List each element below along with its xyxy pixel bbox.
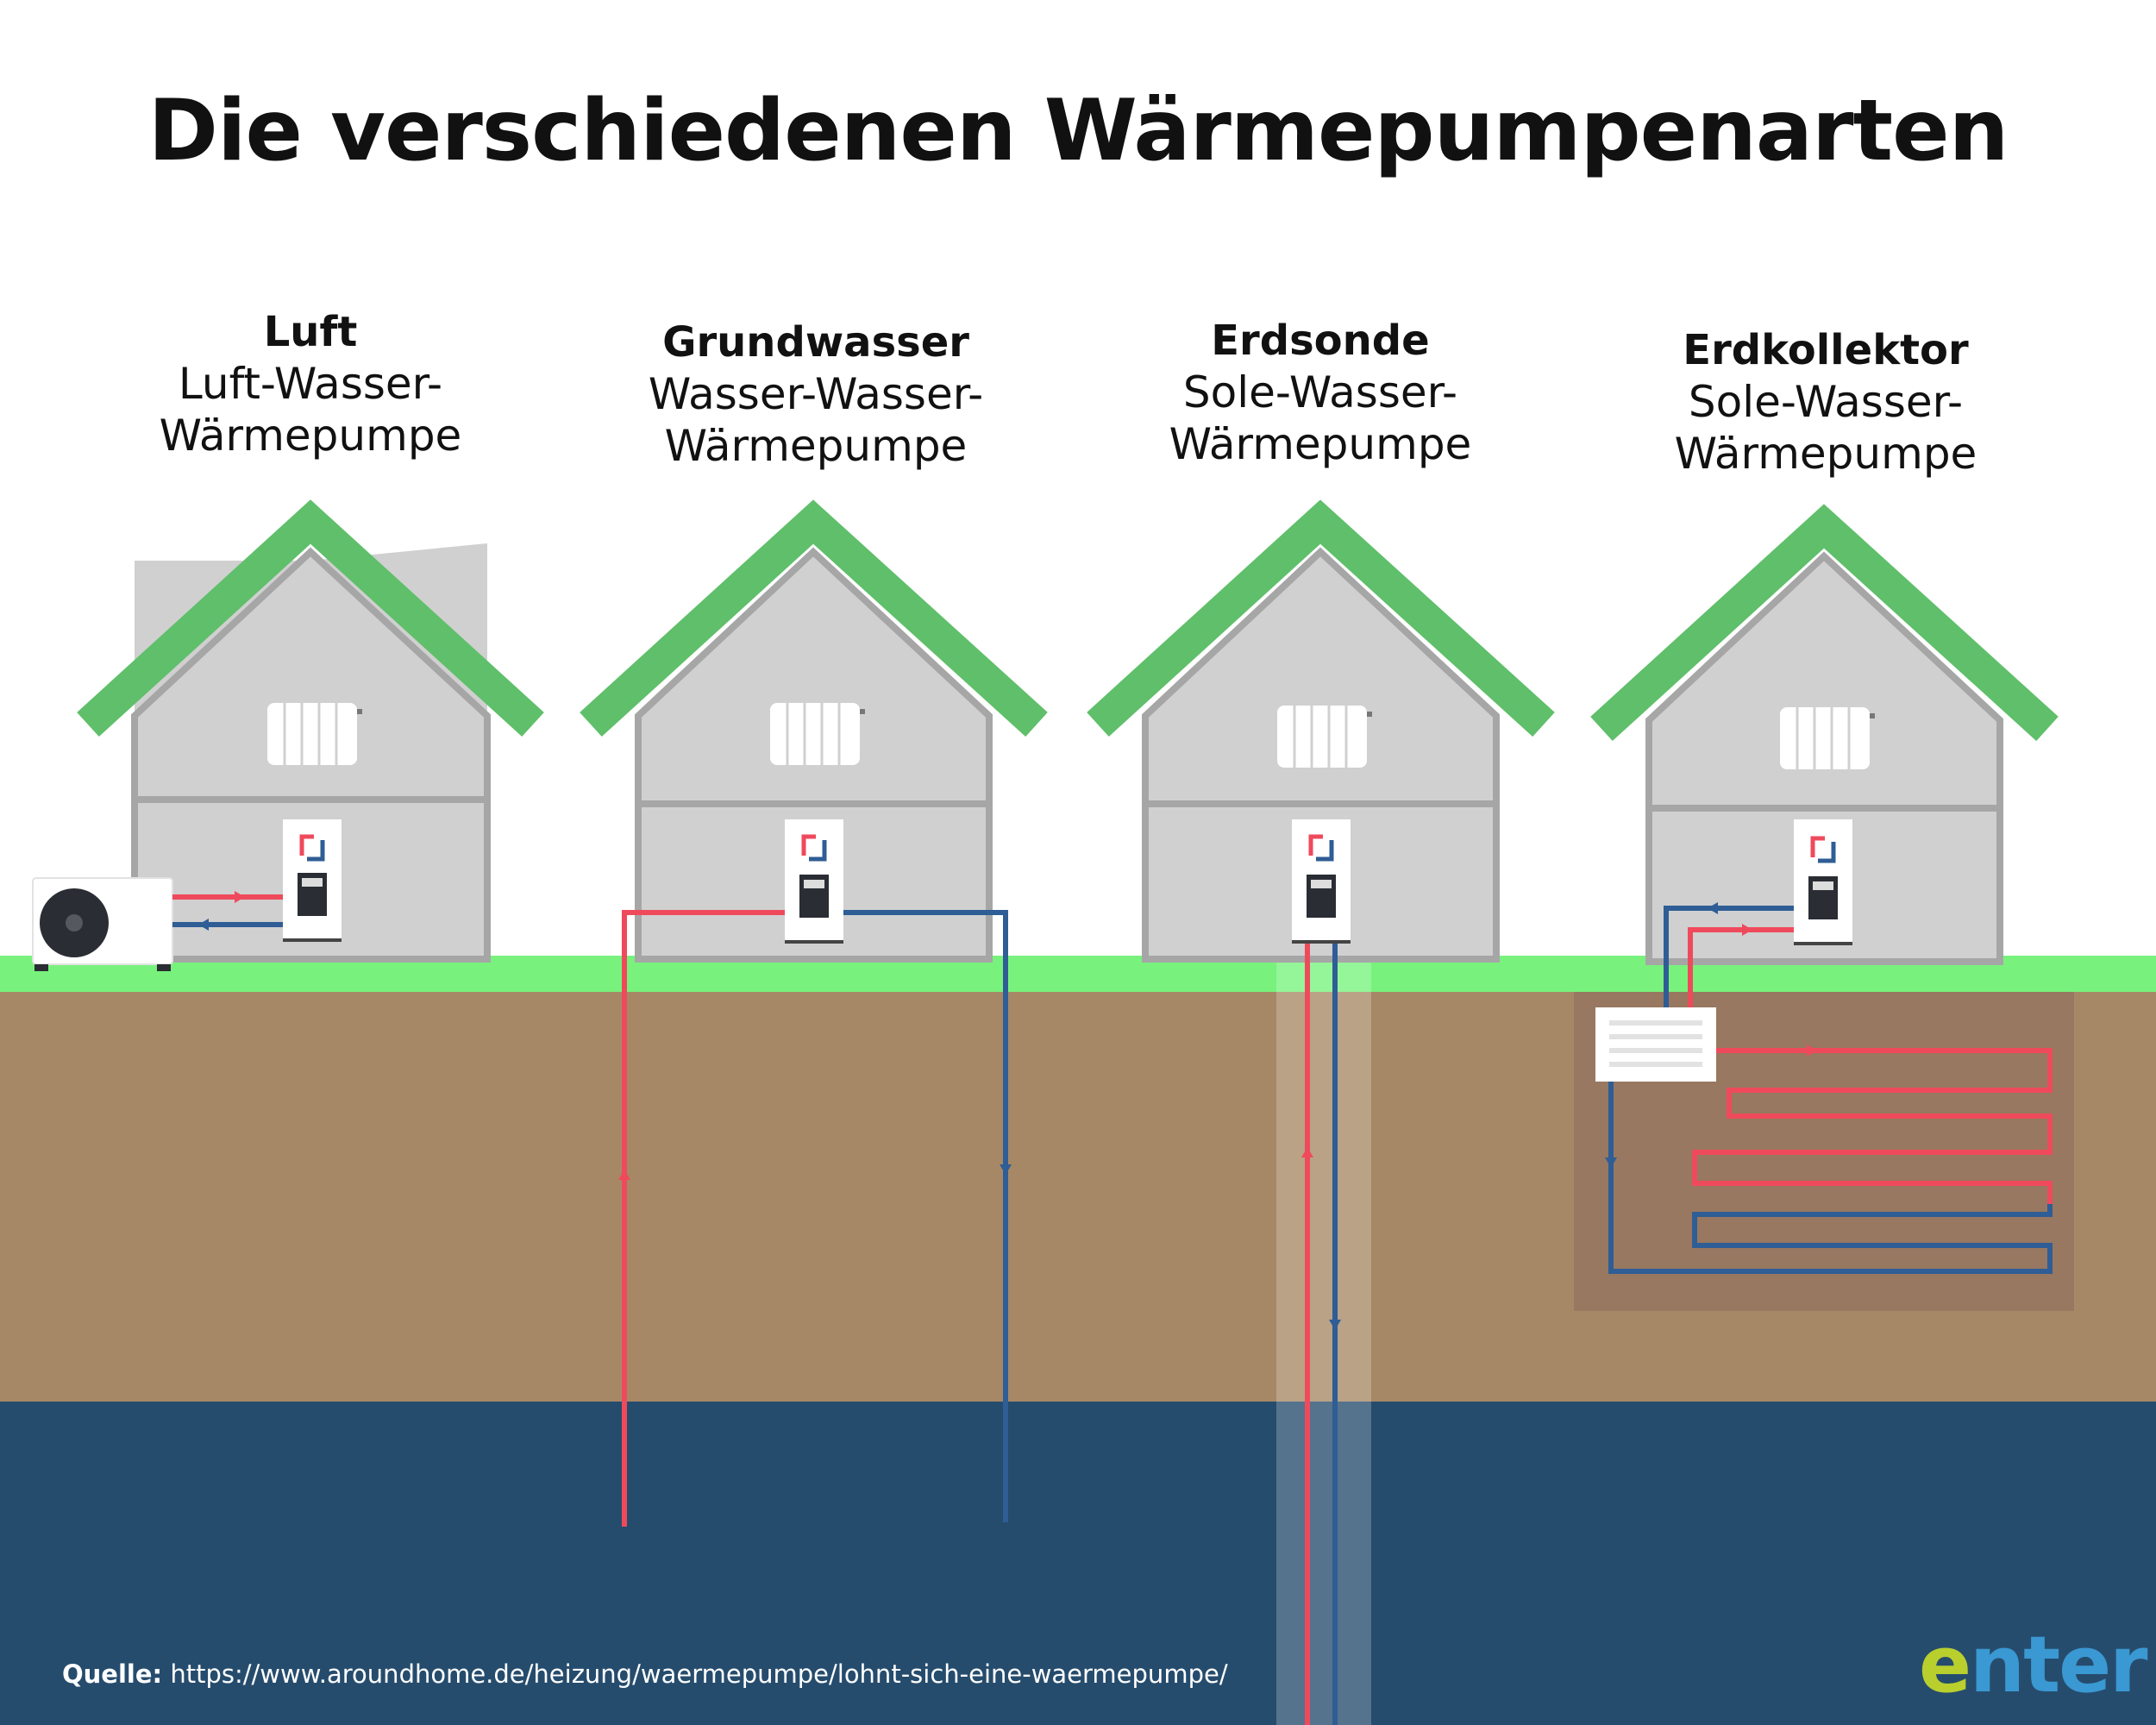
pipe-cold — [1664, 906, 1794, 1007]
column-label-grundwasser: Grundwasser Wasser-Wasser- Wärmepumpe — [574, 317, 1057, 472]
column-subtitle-line2: Wärmepumpe — [1674, 429, 1977, 479]
column-subtitle-line1: Sole-Wasser- — [1688, 377, 1964, 427]
outdoor-unit-icon — [32, 877, 173, 971]
house-grundwasser — [580, 499, 1048, 1527]
groundwater-layer — [0, 1402, 2156, 1725]
column-subtitle-line1: Sole-Wasser- — [1182, 367, 1458, 417]
column-label-luft: Luft Luft-Wasser- Wärmepumpe — [69, 306, 552, 461]
enter-logo: enter — [1919, 1620, 2148, 1710]
column-type: Luft — [263, 308, 358, 356]
column-subtitle-line1: Wasser-Wasser- — [648, 369, 984, 419]
column-type: Erdkollektor — [1683, 326, 1969, 374]
column-subtitle-line2: Wärmepumpe — [1169, 419, 1472, 469]
column-type: Erdsonde — [1211, 317, 1430, 365]
source-label: Quelle: — [62, 1659, 163, 1689]
borehole-shaft — [1276, 962, 1371, 1725]
column-subtitle-line1: Luft-Wasser- — [178, 359, 443, 409]
column-subtitle-line2: Wärmepumpe — [159, 411, 462, 461]
radiator-icon — [770, 703, 865, 765]
logo-first-letter: e — [1919, 1620, 1971, 1710]
pipe-hot — [622, 910, 785, 1527]
house-erdsonde — [1087, 499, 1555, 1725]
heat-pump-unit-icon — [1794, 819, 1852, 945]
heat-pump-unit-icon — [283, 819, 342, 942]
column-label-erdkollektor: Erdkollektor Sole-Wasser- Wärmepumpe — [1584, 324, 2067, 480]
column-label-erdsonde: Erdsonde Sole-Wasser- Wärmepumpe — [1079, 315, 1562, 470]
house-erdkollektor — [1590, 504, 2059, 1274]
pipe-hot — [1688, 927, 1794, 1007]
source-url[interactable]: https://www.aroundhome.de/heizung/waerme… — [170, 1659, 1228, 1689]
distributor-icon — [1595, 1007, 1716, 1082]
radiator-icon — [1780, 707, 1875, 769]
house-luft — [32, 499, 544, 971]
heat-pump-unit-icon — [785, 819, 843, 944]
pipe-cold — [843, 910, 1008, 1522]
radiator-icon — [267, 703, 362, 765]
heat-pump-unit-icon — [1292, 819, 1351, 944]
collector-loop-cold — [1608, 1082, 2053, 1274]
source-credit: Quelle: https://www.aroundhome.de/heizun… — [62, 1659, 1228, 1689]
collector-loop-hot — [1692, 1048, 2053, 1204]
column-type: Grundwasser — [662, 318, 969, 367]
radiator-icon — [1277, 706, 1372, 768]
logo-rest: nter — [1970, 1620, 2148, 1710]
column-subtitle-line2: Wärmepumpe — [664, 421, 968, 471]
page-title: Die verschiedenen Wärmepumpenarten — [147, 82, 2009, 180]
